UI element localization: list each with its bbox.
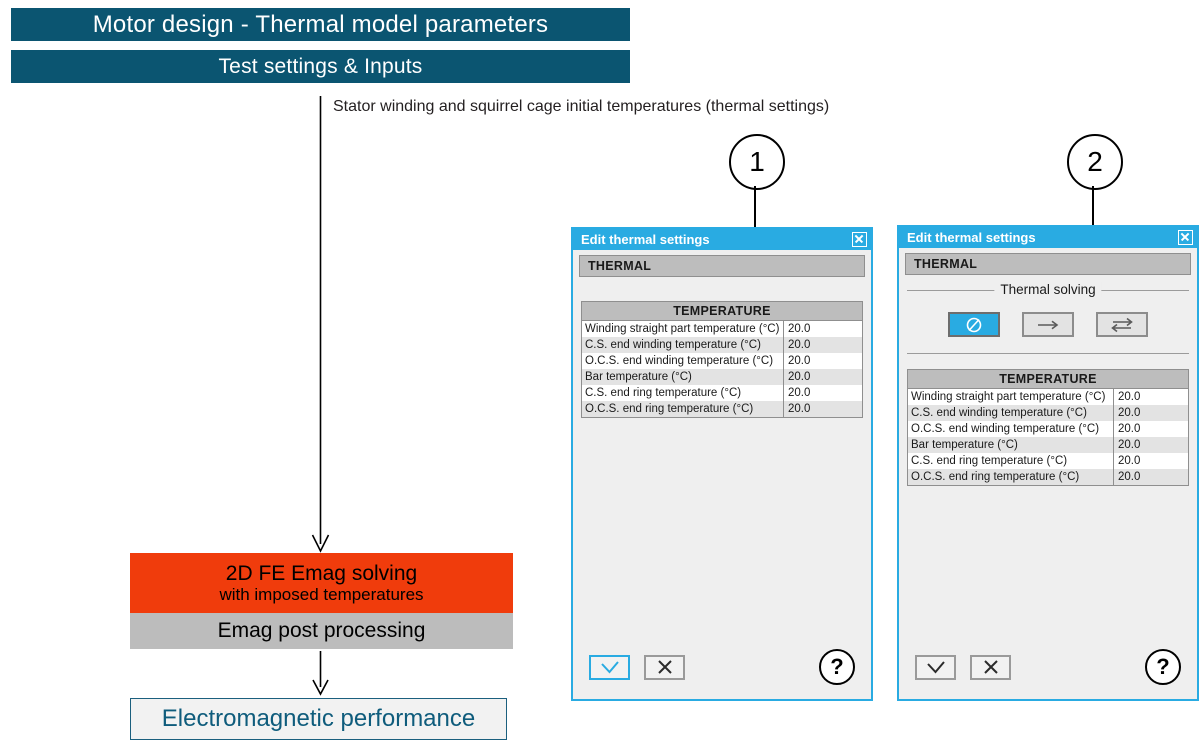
param-value-input[interactable]: 20.0	[788, 339, 811, 351]
flow-arrow-main	[311, 96, 330, 553]
one-way-thermal-solving-button[interactable]	[1022, 312, 1074, 337]
cross-icon	[657, 660, 672, 674]
param-label: O.C.S. end winding temperature (°C)	[582, 353, 784, 369]
callout-leader-line-1	[754, 186, 756, 236]
temperature-table-2-header: TEMPERATURE	[908, 370, 1188, 389]
callout-leader-line-2	[1092, 186, 1094, 234]
dialog-1-footer: ?	[579, 649, 865, 699]
param-label: Winding straight part temperature (°C)	[908, 389, 1114, 405]
param-value-input[interactable]: 20.0	[1118, 471, 1141, 483]
param-value-input[interactable]: 20.0	[1118, 455, 1141, 467]
param-label: Bar temperature (°C)	[908, 437, 1114, 453]
two-way-thermal-solving-button[interactable]	[1096, 312, 1148, 337]
table-row[interactable]: C.S. end ring temperature (°C) 20.0	[582, 385, 862, 401]
table-row[interactable]: Winding straight part temperature (°C) 2…	[908, 389, 1188, 405]
page-title-banner: Motor design - Thermal model parameters	[11, 8, 630, 41]
emag-solving-line2: with imposed temperatures	[219, 585, 424, 605]
param-value-input[interactable]: 20.0	[1118, 391, 1141, 403]
tab-thermal-1-label: THERMAL	[588, 259, 652, 273]
dialog-2-titlebar[interactable]: Edit thermal settings	[899, 227, 1197, 248]
temperature-table-2: TEMPERATURE Winding straight part temper…	[907, 369, 1189, 486]
help-button[interactable]: ?	[1145, 649, 1181, 685]
table-row[interactable]: O.C.S. end ring temperature (°C) 20.0	[582, 401, 862, 417]
page-subtitle: Test settings & Inputs	[218, 54, 423, 78]
close-icon[interactable]	[1178, 230, 1193, 245]
param-value-input[interactable]: 20.0	[1118, 439, 1141, 451]
table-row[interactable]: Bar temperature (°C) 20.0	[582, 369, 862, 385]
help-button[interactable]: ?	[819, 649, 855, 685]
dialog-1-titlebar[interactable]: Edit thermal settings	[573, 229, 871, 250]
tab-thermal-2-label: THERMAL	[914, 257, 978, 271]
dialog-1-title: Edit thermal settings	[581, 232, 710, 247]
help-label: ?	[1156, 654, 1170, 679]
tab-thermal-1[interactable]: THERMAL	[579, 255, 865, 277]
param-value-input[interactable]: 20.0	[788, 387, 811, 399]
flow-arrow-to-performance	[312, 651, 329, 696]
param-value-input[interactable]: 20.0	[788, 403, 811, 415]
page-title: Motor design - Thermal model parameters	[92, 10, 549, 38]
callout-marker-1: 1	[729, 134, 785, 190]
param-label: C.S. end ring temperature (°C)	[582, 385, 784, 401]
callout-number-1: 1	[749, 146, 765, 177]
help-label: ?	[830, 654, 844, 679]
edit-thermal-settings-dialog-2: Edit thermal settings THERMAL Thermal so…	[897, 225, 1199, 701]
no-thermal-solving-button[interactable]	[948, 312, 1000, 337]
param-label: O.C.S. end ring temperature (°C)	[582, 401, 784, 417]
param-label: C.S. end winding temperature (°C)	[908, 405, 1114, 421]
temperature-table-1: TEMPERATURE Winding straight part temper…	[581, 301, 863, 418]
two-way-arrow-icon	[1111, 317, 1133, 332]
param-label: C.S. end ring temperature (°C)	[908, 453, 1114, 469]
table-row[interactable]: Winding straight part temperature (°C) 2…	[582, 321, 862, 337]
table-row[interactable]: C.S. end winding temperature (°C) 20.0	[582, 337, 862, 353]
param-value-input[interactable]: 20.0	[788, 355, 811, 367]
post-processing-label: Emag post processing	[217, 619, 426, 643]
param-value-input[interactable]: 20.0	[1118, 407, 1141, 419]
param-label: O.C.S. end winding temperature (°C)	[908, 421, 1114, 437]
table-row[interactable]: C.S. end winding temperature (°C) 20.0	[908, 405, 1188, 421]
table-row[interactable]: C.S. end ring temperature (°C) 20.0	[908, 453, 1188, 469]
thermal-solving-fieldset: Thermal solving	[907, 282, 1189, 354]
no-thermal-solving-icon	[966, 317, 982, 332]
dialog-2-footer: ?	[905, 649, 1191, 699]
ok-button[interactable]	[915, 654, 956, 680]
cross-icon	[983, 660, 998, 674]
table-row[interactable]: O.C.S. end winding temperature (°C) 20.0	[582, 353, 862, 369]
check-icon	[926, 661, 945, 674]
check-icon	[600, 661, 619, 674]
flow-box-performance: Electromagnetic performance	[130, 698, 507, 740]
page-subtitle-banner: Test settings & Inputs	[11, 50, 630, 83]
annotation-note: Stator winding and squirrel cage initial…	[333, 98, 830, 115]
temperature-table-1-header: TEMPERATURE	[582, 302, 862, 321]
param-label: O.C.S. end ring temperature (°C)	[908, 469, 1114, 485]
close-icon[interactable]	[852, 232, 867, 247]
one-way-arrow-icon	[1038, 320, 1059, 329]
table-row[interactable]: Bar temperature (°C) 20.0	[908, 437, 1188, 453]
flow-box-post-processing: Emag post processing	[130, 613, 513, 649]
ok-button[interactable]	[589, 654, 630, 680]
param-value-input[interactable]: 20.0	[788, 371, 811, 383]
param-label: Bar temperature (°C)	[582, 369, 784, 385]
param-value-input[interactable]: 20.0	[788, 323, 811, 335]
thermal-solving-options	[907, 304, 1189, 343]
cancel-button[interactable]	[970, 654, 1011, 680]
emag-solving-line1: 2D FE Emag solving	[225, 561, 418, 585]
dialog-1-body: THERMAL TEMPERATURE Winding straight par…	[573, 250, 871, 699]
thermal-solving-legend: Thermal solving	[994, 282, 1102, 297]
cancel-button[interactable]	[644, 654, 685, 680]
param-label: Winding straight part temperature (°C)	[582, 321, 784, 337]
param-value-input[interactable]: 20.0	[1118, 423, 1141, 435]
edit-thermal-settings-dialog-1: Edit thermal settings THERMAL TEMPERATUR…	[571, 227, 873, 701]
callout-marker-2: 2	[1067, 134, 1123, 190]
table-row[interactable]: O.C.S. end winding temperature (°C) 20.0	[908, 421, 1188, 437]
tab-thermal-2[interactable]: THERMAL	[905, 253, 1191, 275]
callout-number-2: 2	[1087, 146, 1103, 177]
performance-label: Electromagnetic performance	[161, 704, 476, 732]
param-label: C.S. end winding temperature (°C)	[582, 337, 784, 353]
dialog-2-body: THERMAL Thermal solving	[899, 248, 1197, 699]
table-row[interactable]: O.C.S. end ring temperature (°C) 20.0	[908, 469, 1188, 485]
flow-box-emag-solving: 2D FE Emag solving with imposed temperat…	[130, 553, 513, 613]
dialog-2-title: Edit thermal settings	[907, 230, 1036, 245]
